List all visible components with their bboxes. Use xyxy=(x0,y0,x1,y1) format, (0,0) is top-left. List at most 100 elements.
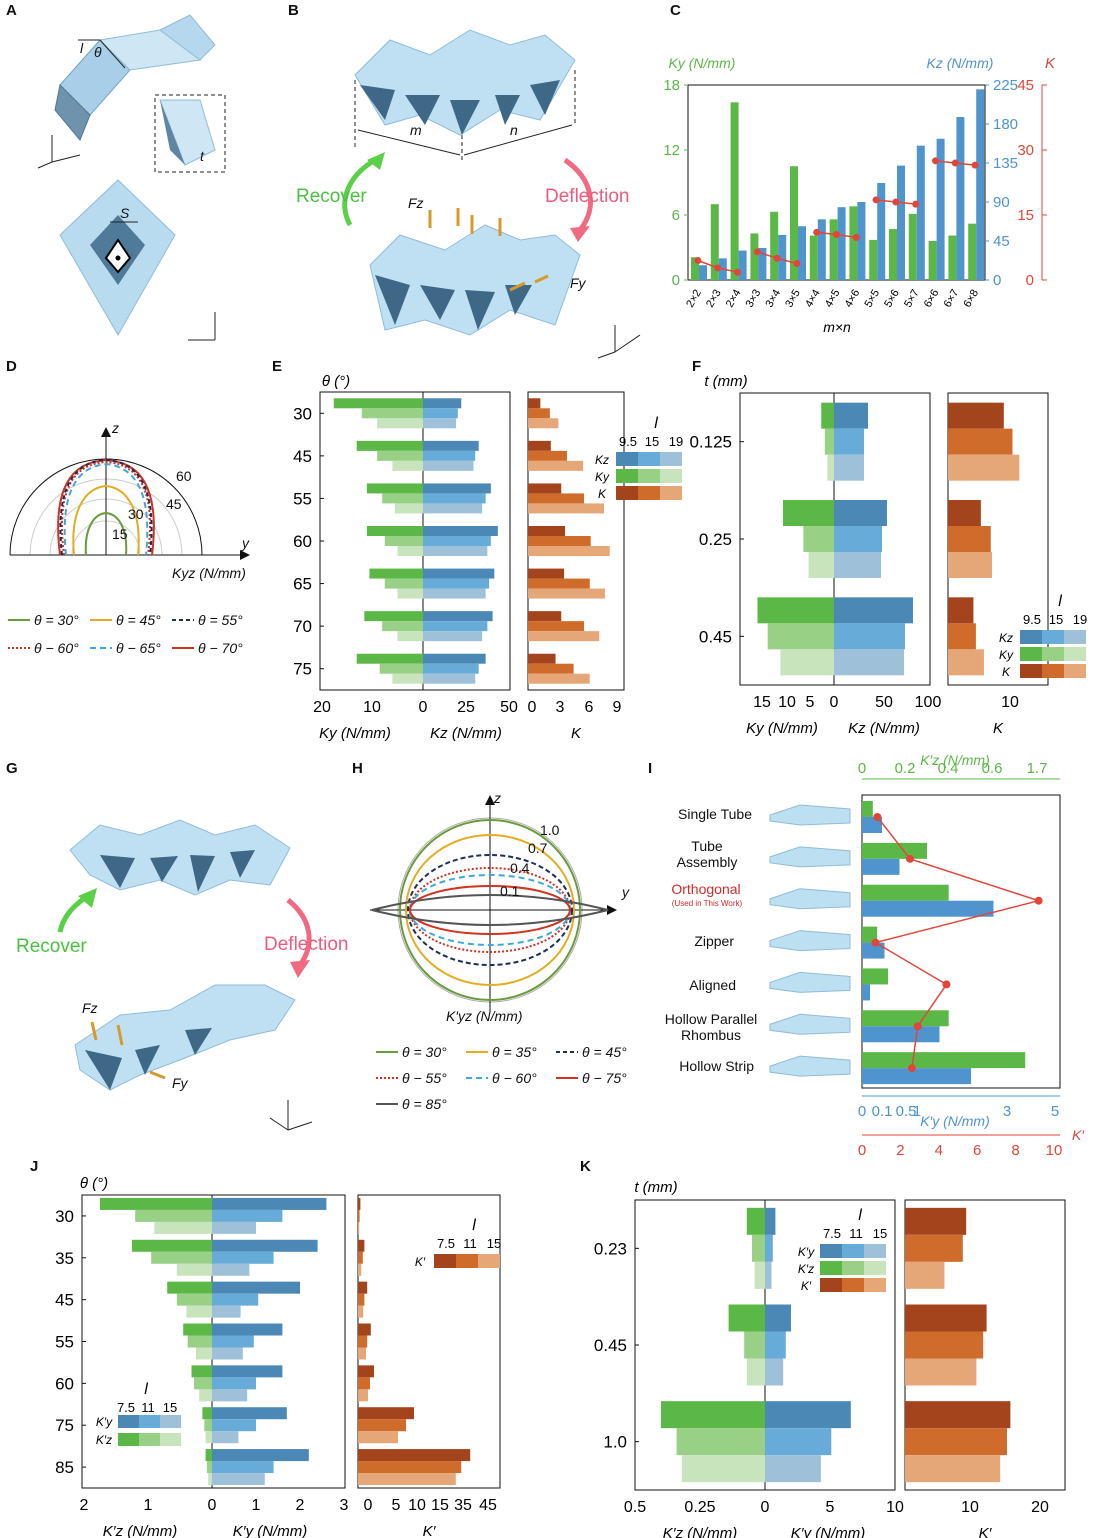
bar-right-K xyxy=(765,1428,832,1456)
bar-k-F xyxy=(948,454,1020,481)
bar-ky-c xyxy=(691,257,699,280)
bar-k-J xyxy=(358,1197,361,1210)
bar-left-E xyxy=(384,536,423,546)
legend-swatch-K xyxy=(820,1244,842,1258)
legend-title-K: l xyxy=(858,1207,862,1224)
legend-row-F: K xyxy=(1002,665,1011,679)
tick-label-x-E: 3 xyxy=(556,699,565,716)
bar-kz-c xyxy=(699,265,707,280)
axis-title-k-J: K′ xyxy=(423,1523,437,1538)
bar-left-E xyxy=(394,503,423,514)
bar-right-J xyxy=(212,1263,250,1276)
bar-left-K xyxy=(744,1331,765,1359)
ring-label-h-2: 0.7 xyxy=(528,840,548,856)
bar-k-K xyxy=(905,1261,945,1289)
legend-val-j2: 15 xyxy=(163,1400,177,1415)
bar-ky-i xyxy=(862,858,900,875)
deflection-label-g: Deflection xyxy=(264,934,349,955)
bar-right-E xyxy=(423,503,483,514)
bar-k-J xyxy=(358,1419,406,1432)
bar-left-J xyxy=(208,1473,212,1486)
tick-label-y-c: 90 xyxy=(993,194,1010,211)
bar-k-K xyxy=(905,1455,1001,1483)
axis-title-left-K: K′z (N/mm) xyxy=(663,1525,737,1538)
legend-swatch-K xyxy=(842,1278,864,1292)
structure-top xyxy=(354,29,576,136)
bar-right-F xyxy=(834,428,864,455)
bar-k-K xyxy=(905,1358,977,1386)
bar-left-F xyxy=(757,597,834,624)
legend-row-K: K′z xyxy=(798,1262,814,1276)
tick-label-bottom-i: 0.5 xyxy=(896,1103,917,1120)
legend-val-E: 9.5 xyxy=(619,434,637,449)
category-label-F: 0.125 xyxy=(689,433,732,452)
panel-label-b: B xyxy=(288,2,299,19)
bar-k-J xyxy=(358,1407,414,1420)
legend-d-6: θ − 70° xyxy=(198,640,243,656)
tick-label-x-E: 25 xyxy=(457,699,475,716)
bar-left-F xyxy=(803,526,834,552)
bar-k-E xyxy=(528,653,556,664)
bar-kz-c xyxy=(976,89,985,280)
bar-right-F xyxy=(834,597,913,624)
axis-title-y-E: θ (°) xyxy=(322,373,350,390)
sym-n: n xyxy=(510,122,518,138)
tick-label-x-E: 10 xyxy=(363,699,381,716)
bar-right-K xyxy=(765,1331,786,1359)
legend-row-K: K′ xyxy=(801,1279,812,1293)
tick-label-top-i: 1.7 xyxy=(1027,760,1048,777)
panel-label-k: K xyxy=(580,1158,591,1175)
tick-label-x-J: 2 xyxy=(296,1497,305,1514)
bar-right-E xyxy=(423,653,486,664)
bar-right-J xyxy=(212,1335,254,1348)
axis-title-ky-c: Ky (N/mm) xyxy=(669,55,736,71)
bar-left-E xyxy=(356,440,423,451)
panel-label-e: E xyxy=(272,358,283,375)
tick-label-x-J: 1 xyxy=(252,1497,261,1514)
bar-k-J xyxy=(358,1239,365,1252)
category-label-K: 0.23 xyxy=(594,1239,627,1258)
bar-right-F xyxy=(834,552,881,578)
bar-right-E xyxy=(423,450,476,461)
tube-end-view xyxy=(59,179,176,337)
bar-k-J xyxy=(358,1335,368,1348)
tick-label-y-c: 0 xyxy=(993,272,1001,289)
legend-h-4: θ − 55° xyxy=(402,1070,447,1086)
panel-label-i: I xyxy=(648,760,653,777)
category-label-E: 55 xyxy=(293,489,312,508)
legend-swatch-j2 xyxy=(139,1415,160,1428)
bar-right-J xyxy=(212,1461,274,1474)
tick-label-x-K: 10 xyxy=(886,1499,904,1516)
bar-right-E xyxy=(423,460,474,471)
tick-label-x-K: 5 xyxy=(826,1499,835,1516)
bar-left-K xyxy=(728,1304,765,1332)
bar-ky-i xyxy=(862,984,870,1001)
bar-ky-i xyxy=(862,1068,971,1085)
bar-left-J xyxy=(187,1335,212,1348)
tick-label-x-F: 15 xyxy=(753,694,771,711)
legend-row-J: K′ xyxy=(415,1255,426,1269)
tick-label-y-c: 0 xyxy=(1026,272,1034,289)
legend-swatch-F xyxy=(1042,664,1064,678)
tick-label-y-c: 12 xyxy=(663,142,680,159)
bar-right-K xyxy=(765,1207,776,1235)
legend-val-K: 7.5 xyxy=(823,1226,841,1241)
bar-right-J xyxy=(212,1281,300,1294)
bar-right-F xyxy=(834,500,887,526)
bar-k-K xyxy=(905,1207,967,1235)
legend-h-6: θ − 75° xyxy=(582,1070,627,1086)
bar-kz-i xyxy=(862,801,873,817)
bar-k-E xyxy=(528,588,605,599)
bar-left-F xyxy=(767,623,834,650)
row-label-i-2: Tube Assembly xyxy=(676,838,738,870)
panel-label-f: F xyxy=(692,358,702,375)
bar-left-J xyxy=(176,1263,212,1276)
bar-kz-c xyxy=(778,234,787,280)
legend-d-4: θ − 60° xyxy=(34,640,79,656)
bar-left-E xyxy=(364,611,423,622)
tick-label-y-c: 0 xyxy=(672,272,680,289)
legend-h-3: θ = 45° xyxy=(582,1044,627,1060)
bar-k-E xyxy=(528,663,574,674)
category-label-J: 55 xyxy=(55,1333,74,1352)
